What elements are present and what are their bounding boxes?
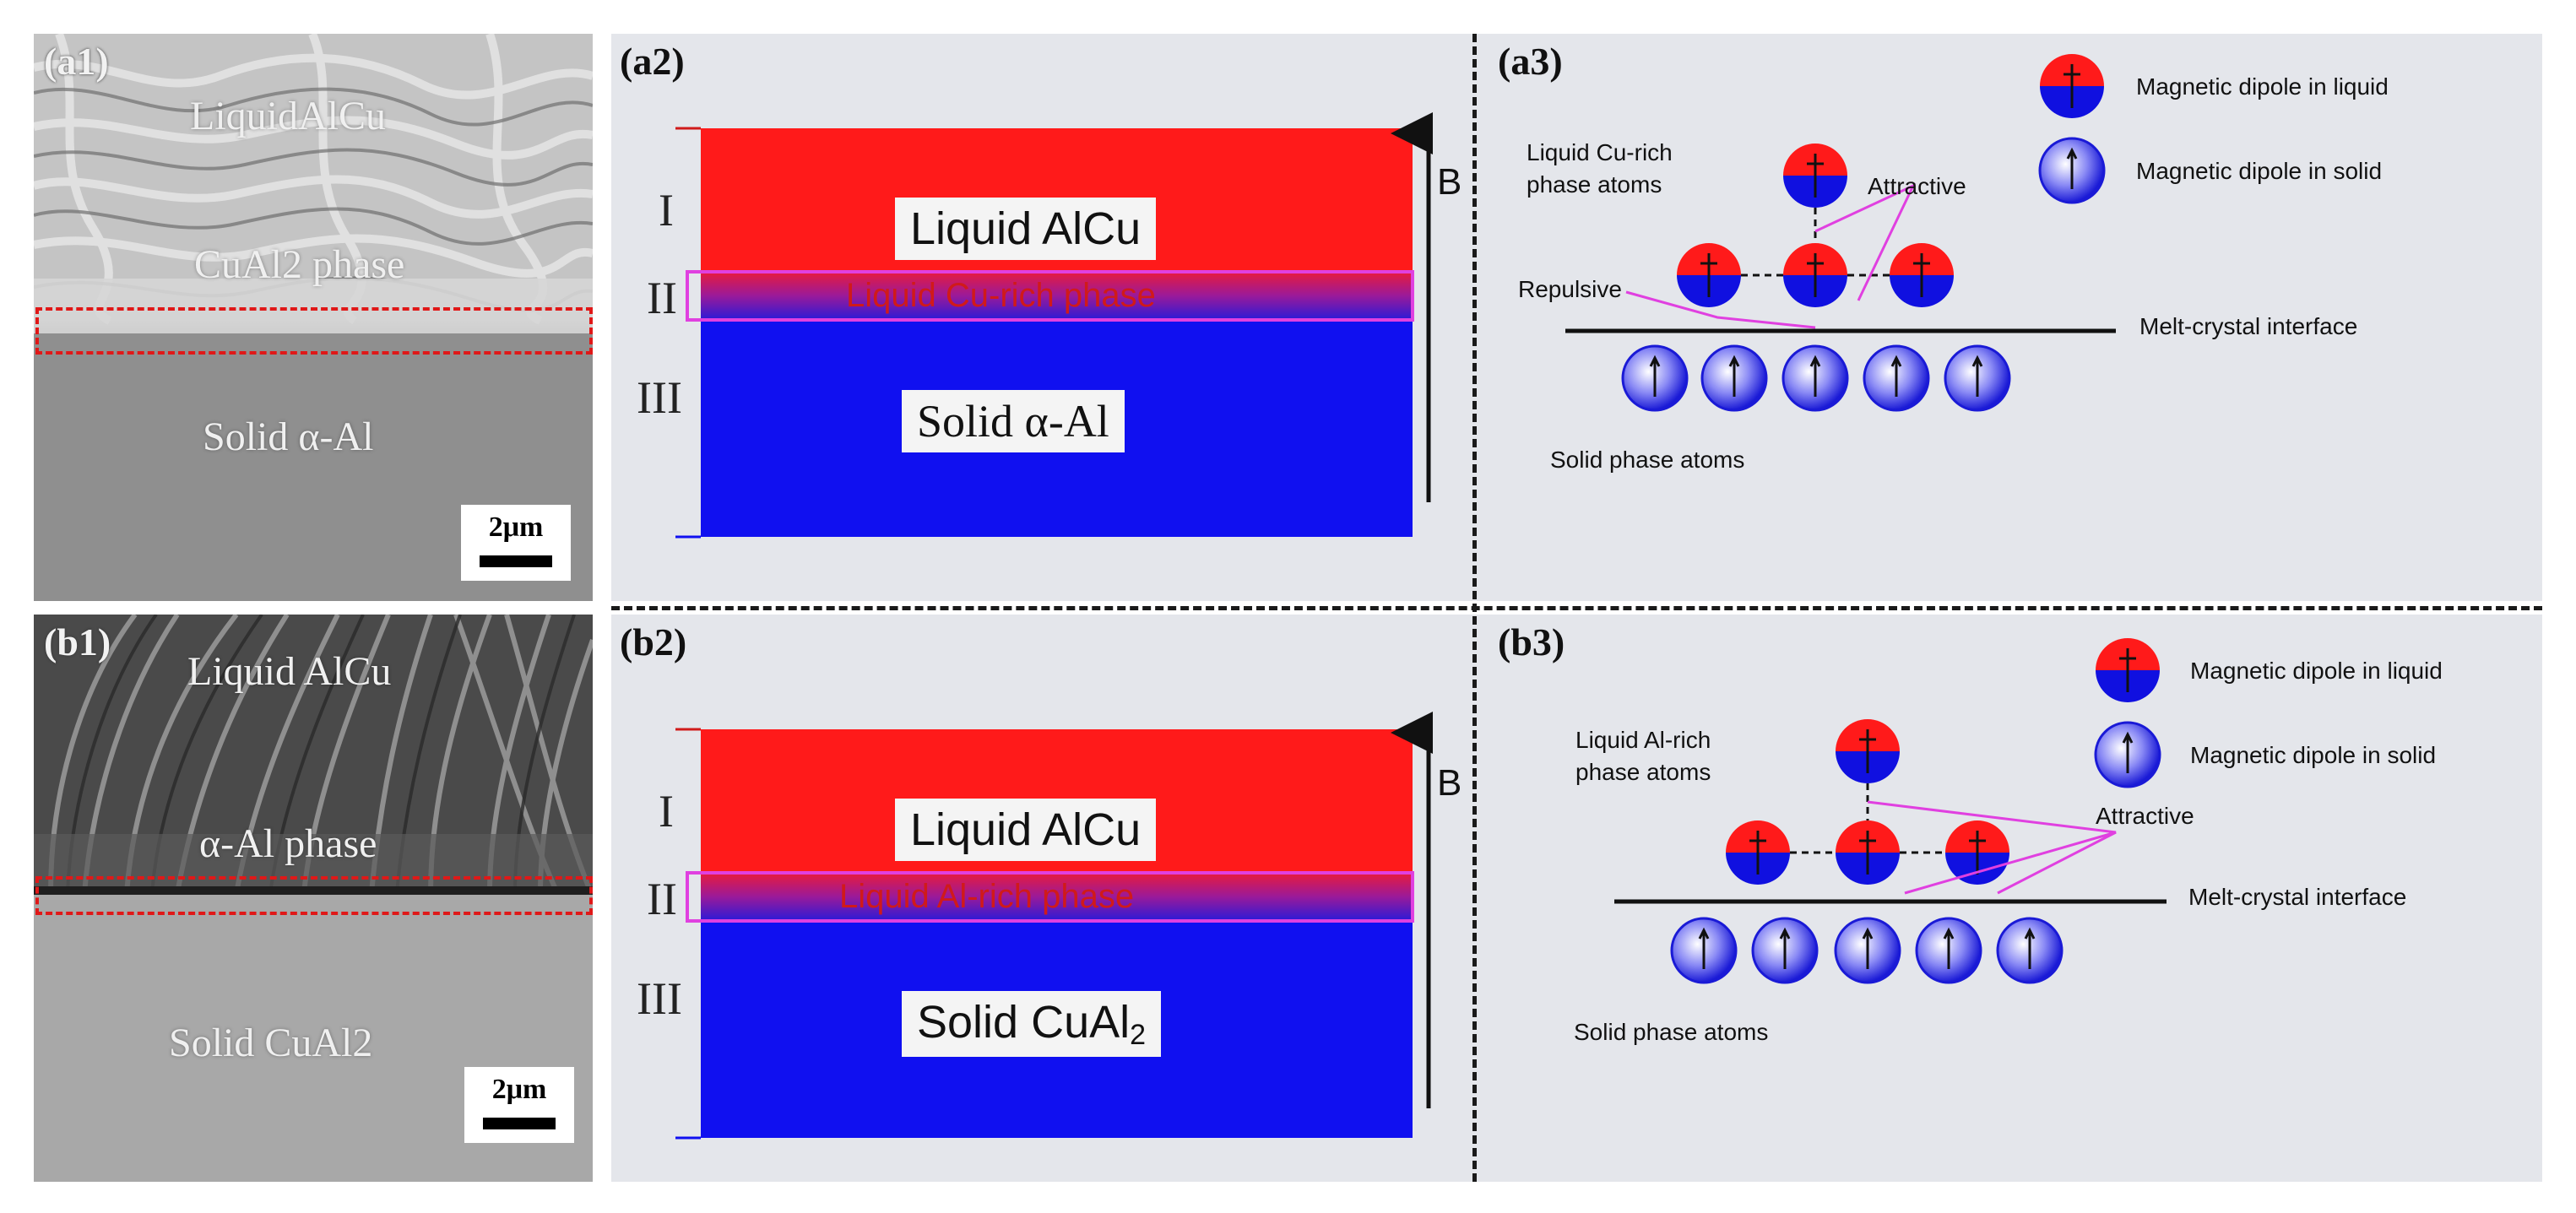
panel-b1-micrograph: (b1) Liquid AlCu α-Al phase Solid CuAl2 … (34, 615, 593, 1182)
b2-solid-label: Solid CuAl2 (902, 991, 1162, 1057)
b3-solid-dipole-3 (1834, 917, 1901, 984)
panel-label-b3: (b3) (1498, 620, 1565, 663)
a3-solid-atoms-label: Solid phase atoms (1550, 447, 1745, 473)
a2-interface-outline (686, 270, 1414, 322)
panel-b3-dipoles: (b3) (1474, 615, 2542, 1182)
panel-label-a3: (a3) (1498, 40, 1563, 83)
b2-region-III: III (637, 973, 682, 1024)
b1-scalebar: 2μm (464, 1067, 574, 1143)
a2-region-III: III (637, 372, 682, 423)
a2-diagram (675, 112, 1433, 539)
b1-liquid-label: Liquid AlCu (187, 649, 392, 694)
b3-attractive-label: Attractive (2096, 803, 2194, 829)
a1-solid-label: Solid α-Al (203, 414, 374, 459)
a2-interface-region (701, 272, 1413, 320)
a3-legend-liquid-dipole-icon (2038, 52, 2106, 120)
a1-scalebar-bar (480, 555, 552, 567)
b3-liquid-dipole-center (1834, 819, 1901, 886)
b1-phase-label: α-Al phase (199, 821, 377, 866)
b3-legend-solid-dipole-icon (2094, 721, 2161, 788)
b3-solid-dipole-2 (1751, 917, 1819, 984)
b2-interface-label: Liquid Al-rich phase (839, 878, 1135, 915)
panel-a3-dipoles: (a3) (1474, 34, 2542, 601)
b3-liquid-dipole-left (1724, 819, 1792, 886)
panel-label-b1: (b1) (44, 620, 111, 663)
a3-liquid-dipole-center (1782, 241, 1849, 309)
b3-solid-dipole-4 (1915, 917, 1982, 984)
b3-solid-atoms-label: Solid phase atoms (1574, 1019, 1769, 1045)
a1-scalebar: 2μm (461, 505, 571, 581)
a2-interface-label: Liquid Cu-rich phase (846, 277, 1156, 314)
b3-solid-dipole-5 (1996, 917, 2064, 984)
a3-solid-dipole-1 (1621, 344, 1689, 412)
b1-scalebar-text: 2μm (491, 1074, 547, 1105)
panel-a1-micrograph: (a1) LiquidAlCu CuAl2 phase Solid α-Al 2… (34, 34, 593, 601)
b3-interface-label: Melt-crystal interface (2188, 884, 2407, 910)
a2-solid-label: Solid α-Al (902, 390, 1125, 452)
a3-legend-solid-text: Magnetic dipole in solid (2136, 158, 2383, 184)
divider-horizontal (611, 606, 2542, 610)
a3-solid-dipole-5 (1944, 344, 2011, 412)
b3-legend-solid-text: Magnetic dipole in solid (2190, 742, 2437, 768)
a1-interface-highlight (35, 307, 593, 355)
b3-liquid-dipole-right (1944, 819, 2011, 886)
a3-liquid-atoms-label-1: Liquid Cu-rich (1527, 139, 1673, 165)
a1-liquid-label: LiquidAlCu (190, 94, 387, 138)
a2-liquid-label: Liquid AlCu (895, 198, 1157, 260)
a3-solid-dipole-4 (1863, 344, 1930, 412)
a3-liquid-dipole-right (1888, 241, 1955, 309)
b2-interface-region (701, 873, 1413, 921)
a3-repulsive-lines (1625, 290, 1816, 329)
a3-solid-dipole-3 (1782, 344, 1849, 412)
a1-phase-label: CuAl2 phase (194, 242, 405, 287)
a3-solid-dipole-2 (1700, 344, 1768, 412)
b2-field-label: B (1437, 762, 1462, 804)
b2-solid-label-main: Solid CuAl (917, 997, 1131, 1048)
b3-legend-liquid-dipole-icon (2094, 636, 2161, 704)
b3-liquid-dipole-top (1834, 718, 1901, 785)
a3-attractive-lines (1814, 182, 1917, 301)
b2-liquid-label: Liquid AlCu (895, 799, 1157, 861)
b3-legend-liquid-text: Magnetic dipole in liquid (2190, 658, 2443, 684)
panel-a2-schematic: (a2) I II III Liquid AlCu Liquid Cu-rich… (611, 34, 1474, 601)
b1-scalebar-bar (483, 1118, 556, 1129)
a3-repulsive-label: Repulsive (1518, 276, 1622, 302)
a2-region-II: II (647, 273, 677, 323)
b1-solid-label: Solid CuAl2 (169, 1021, 373, 1065)
b2-region-I: I (659, 786, 674, 837)
b1-interface-highlight (35, 876, 593, 915)
b2-region-II: II (647, 874, 677, 924)
panel-label-b2: (b2) (620, 620, 687, 663)
panel-b2-schematic: (b2) I II III Liquid AlCu Liquid Al-rich… (611, 615, 1474, 1182)
a2-field-label: B (1437, 161, 1462, 203)
b3-solid-dipole-1 (1670, 917, 1738, 984)
a3-legend-solid-dipole-icon (2038, 137, 2106, 204)
a2-region-I: I (659, 185, 674, 236)
a3-liquid-dipole-left (1675, 241, 1743, 309)
a3-interface-label: Melt-crystal interface (2139, 313, 2358, 339)
a3-legend-liquid-text: Magnetic dipole in liquid (2136, 73, 2389, 100)
a3-diagram (1565, 52, 2116, 412)
a3-liquid-atoms-label-2: phase atoms (1527, 171, 1662, 198)
b3-liquid-atoms-label-1: Liquid Al-rich (1575, 727, 1711, 753)
b3-liquid-atoms-label-2: phase atoms (1575, 759, 1711, 785)
b2-interface-outline (686, 871, 1414, 923)
b3-diagram (1614, 636, 2167, 984)
panel-label-a2: (a2) (620, 40, 685, 83)
b2-solid-label-sub: 2 (1130, 1019, 1147, 1051)
a3-liquid-dipole-top (1782, 142, 1849, 209)
a3-attractive-label: Attractive (1868, 173, 1966, 199)
a1-scalebar-text: 2μm (488, 512, 544, 543)
panel-label-a1: (a1) (44, 40, 109, 83)
b2-diagram (675, 712, 1433, 1140)
